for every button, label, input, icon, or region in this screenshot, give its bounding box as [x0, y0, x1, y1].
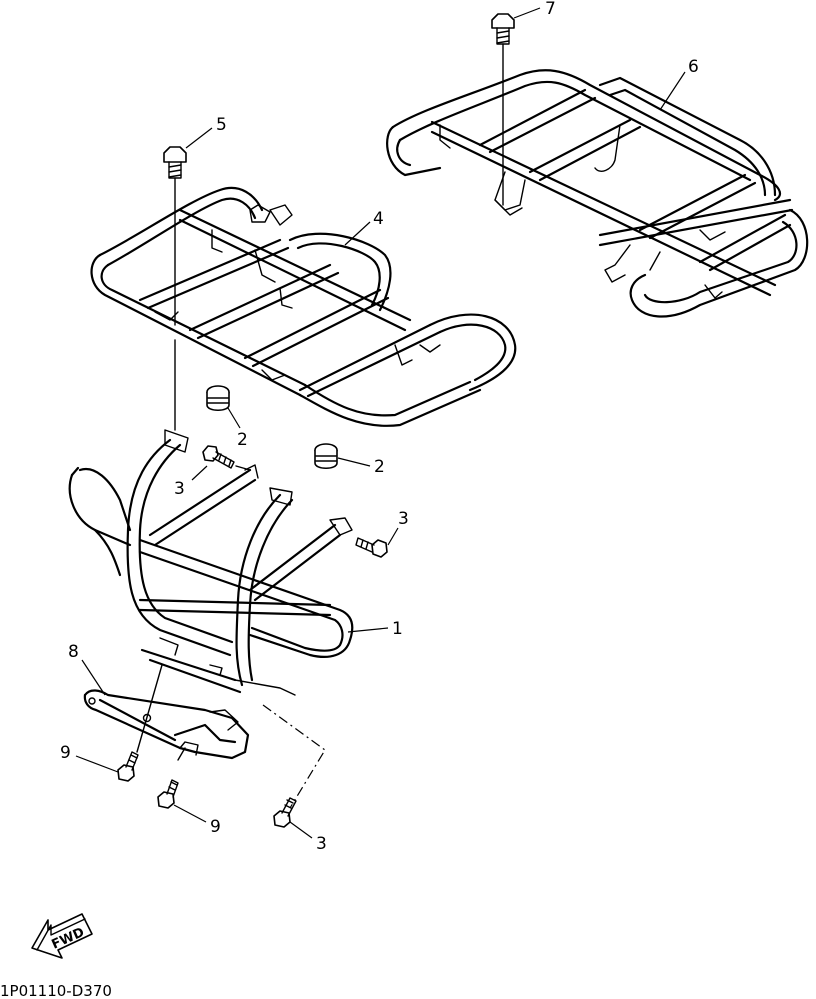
bolt-3b: [355, 537, 388, 558]
callout-3-bottom: 3: [316, 834, 327, 854]
callout-3-left: 3: [174, 479, 185, 499]
leader-lines: [75, 7, 686, 839]
front-carrier-4: [90, 186, 517, 427]
bracket-8: [83, 689, 250, 760]
callout-6: 6: [688, 57, 699, 77]
bolt-7: [491, 13, 515, 45]
callout-7: 7: [545, 0, 556, 19]
callout-5: 5: [216, 115, 227, 135]
grommet-2b: [314, 443, 338, 470]
callout-2-upper: 2: [237, 430, 248, 450]
callout-9-bottom: 9: [210, 817, 221, 837]
front-guard-1: [68, 429, 354, 696]
callout-8: 8: [68, 642, 79, 662]
grommet-2a: [206, 385, 230, 412]
bolt-5: [163, 146, 187, 179]
alignment-lines: [136, 43, 504, 809]
bolt-3a: [202, 445, 235, 469]
callout-1: 1: [392, 619, 403, 639]
callout-2-lower: 2: [374, 457, 385, 477]
bolt-9b: [157, 779, 179, 809]
bolt-9a: [117, 751, 139, 782]
callout-3-right: 3: [398, 509, 409, 529]
bolt-3c: [273, 797, 297, 828]
callout-4: 4: [373, 209, 384, 229]
fwd-arrow-icon: FWD: [31, 913, 93, 959]
callout-9-left: 9: [60, 743, 71, 763]
drawing-code: 1P01110-D370: [0, 982, 112, 999]
rear-carrier-6: [386, 69, 809, 318]
